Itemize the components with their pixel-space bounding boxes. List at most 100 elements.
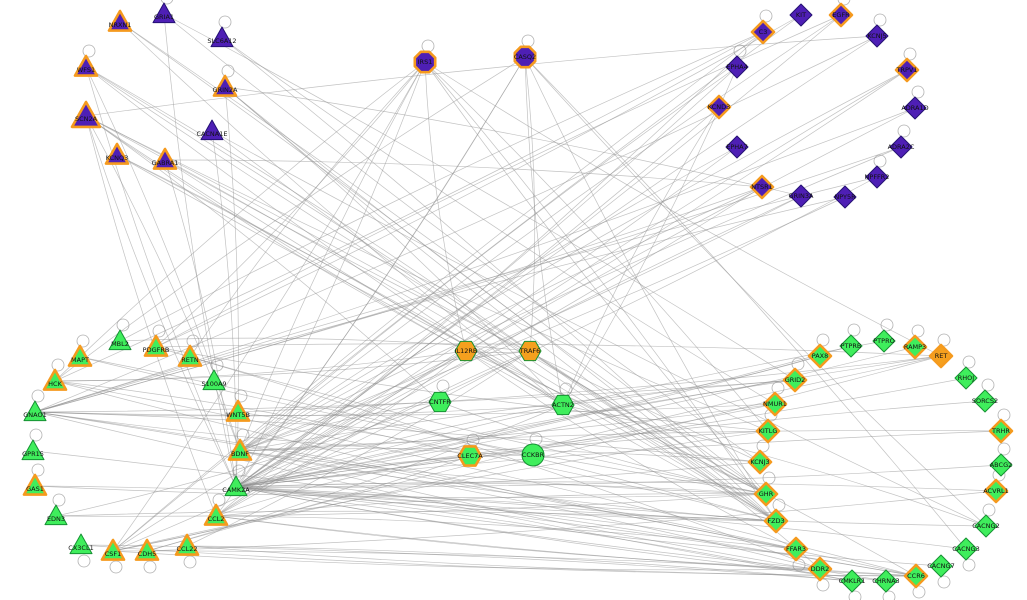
node-FFAR3[interactable] [783, 536, 809, 562]
self-loop-CSF1 [109, 560, 123, 574]
edge-CCL22-CCR6 [186, 545, 917, 577]
node-SCN2A[interactable] [70, 100, 102, 129]
node-FZD3[interactable] [763, 508, 789, 534]
edge-CAMK2A-KCNJ3 [235, 461, 761, 488]
edge-EGFR-PDGFRB [155, 14, 842, 348]
node-IRS1[interactable] [413, 50, 437, 74]
node-CX3CL1[interactable] [69, 533, 93, 555]
node-IL12RB[interactable] [454, 340, 478, 362]
node-GNAO1[interactable] [23, 400, 47, 422]
node-GRIN2A[interactable] [212, 74, 238, 97]
node-CCL2[interactable] [203, 503, 229, 526]
edge-GRIN3A-BDNF [239, 195, 802, 452]
edge-GRIA1-KCNJ3 [163, 13, 761, 463]
node-SORCS2[interactable] [973, 389, 997, 413]
node-NMUR1[interactable] [762, 391, 788, 417]
edge-BDNF-GHR [239, 450, 767, 495]
node-CACNA1E[interactable] [200, 119, 224, 141]
node-RETN[interactable] [177, 344, 203, 367]
node-ADRA2C[interactable] [889, 135, 913, 159]
node-KITLG[interactable] [755, 418, 781, 444]
node-CHRNA3[interactable] [874, 569, 898, 593]
self-loop-EDN3 [52, 493, 66, 507]
node-EDN3[interactable] [44, 504, 68, 526]
node-MAPT[interactable] [67, 344, 93, 367]
node-KCND3[interactable] [706, 94, 732, 120]
node-CMKLR1[interactable] [840, 569, 864, 593]
node-ADRA1D[interactable] [903, 96, 927, 120]
node-KCNQ3[interactable] [104, 142, 130, 165]
node-PTPRB[interactable] [839, 334, 863, 358]
node-CACNG7[interactable] [929, 554, 953, 578]
node-CSF1[interactable] [100, 538, 126, 561]
node-CASQ2[interactable] [513, 45, 537, 69]
node-HCK[interactable] [42, 368, 68, 391]
node-GAS1[interactable] [22, 473, 48, 496]
node-EPHA4[interactable] [725, 55, 749, 79]
self-loop-RHOJ [962, 355, 976, 369]
node-NTSR1[interactable] [749, 174, 775, 200]
node-CCR6[interactable] [903, 563, 929, 589]
node-ACVRL1[interactable] [983, 478, 1009, 504]
node-RHOJ[interactable] [954, 366, 978, 390]
edge-ADRA2C-BDNF [239, 146, 902, 452]
node-KCNJ3[interactable] [747, 449, 773, 475]
node-PDGFRB[interactable] [143, 334, 169, 357]
node-RET[interactable] [928, 343, 954, 369]
node-CLEC7A[interactable] [457, 445, 483, 467]
self-loop-RET [937, 333, 951, 347]
self-loop-HCK [51, 358, 65, 372]
node-WFS1[interactable] [73, 54, 99, 77]
edge-TRAF6-GHR [529, 350, 767, 495]
node-GRID2[interactable] [782, 367, 808, 393]
edge-BDNF-NMUR1 [239, 403, 776, 452]
node-EPHA7[interactable] [725, 135, 749, 159]
node-GABRA1[interactable] [152, 147, 178, 170]
node-CCL22[interactable] [174, 533, 200, 556]
edge-CCL2-FFAR3 [215, 515, 797, 550]
node-KIT[interactable] [789, 3, 813, 27]
self-loop-ADRA1D [911, 85, 925, 99]
node-ACTN2[interactable] [551, 394, 575, 416]
node-TRPV1[interactable] [894, 57, 920, 83]
node-WNT5B[interactable] [225, 399, 251, 422]
node-NPY5R[interactable] [833, 185, 857, 209]
node-GHR[interactable] [753, 481, 779, 507]
node-CAMK2A[interactable] [224, 475, 248, 497]
edge-IRS1-BDNF [239, 61, 426, 452]
node-CDH5[interactable] [134, 538, 160, 561]
node-MBL2[interactable] [108, 329, 132, 351]
node-CACNG3[interactable] [954, 537, 978, 561]
node-ABCG2[interactable] [989, 453, 1013, 477]
node-KCNJ5[interactable] [865, 24, 889, 48]
node-DDR2[interactable] [807, 556, 833, 582]
node-GRIN3A[interactable] [789, 184, 813, 208]
node-SLC6A12[interactable] [210, 26, 234, 48]
node-EGFR[interactable] [828, 2, 854, 28]
node-CNTFR[interactable] [428, 391, 452, 413]
node-GRIA1[interactable] [152, 2, 176, 24]
edge-CASQ2-TRAF6 [524, 56, 536, 352]
node-PAX8[interactable] [807, 343, 833, 369]
edge-EPHA4-BDNF [239, 66, 738, 452]
node-TRAF6[interactable] [518, 340, 542, 362]
edge-IRS1-KITLG [424, 61, 769, 432]
node-PTPRO[interactable] [872, 329, 896, 353]
node-C3[interactable] [750, 19, 776, 45]
node-RAMP3[interactable] [902, 334, 928, 360]
edge-C3-MBL2 [119, 31, 764, 342]
edge-HCK-FFAR3 [54, 380, 797, 550]
self-loop-CX3CL1 [77, 554, 91, 568]
node-TRHR[interactable] [988, 418, 1014, 444]
node-CACNG2[interactable] [974, 514, 998, 538]
node-CCKBR[interactable] [521, 443, 545, 467]
node-NRXN1[interactable] [107, 9, 133, 32]
self-loop-FFAR3 [792, 558, 806, 572]
node-BDNF[interactable] [227, 438, 253, 461]
self-loop-CACNG7 [937, 575, 951, 589]
node-GPR15[interactable] [21, 439, 45, 461]
node-NPFFR2[interactable] [865, 165, 889, 189]
node-S100A9[interactable] [202, 369, 226, 391]
self-loop-PTPRO [880, 318, 894, 332]
